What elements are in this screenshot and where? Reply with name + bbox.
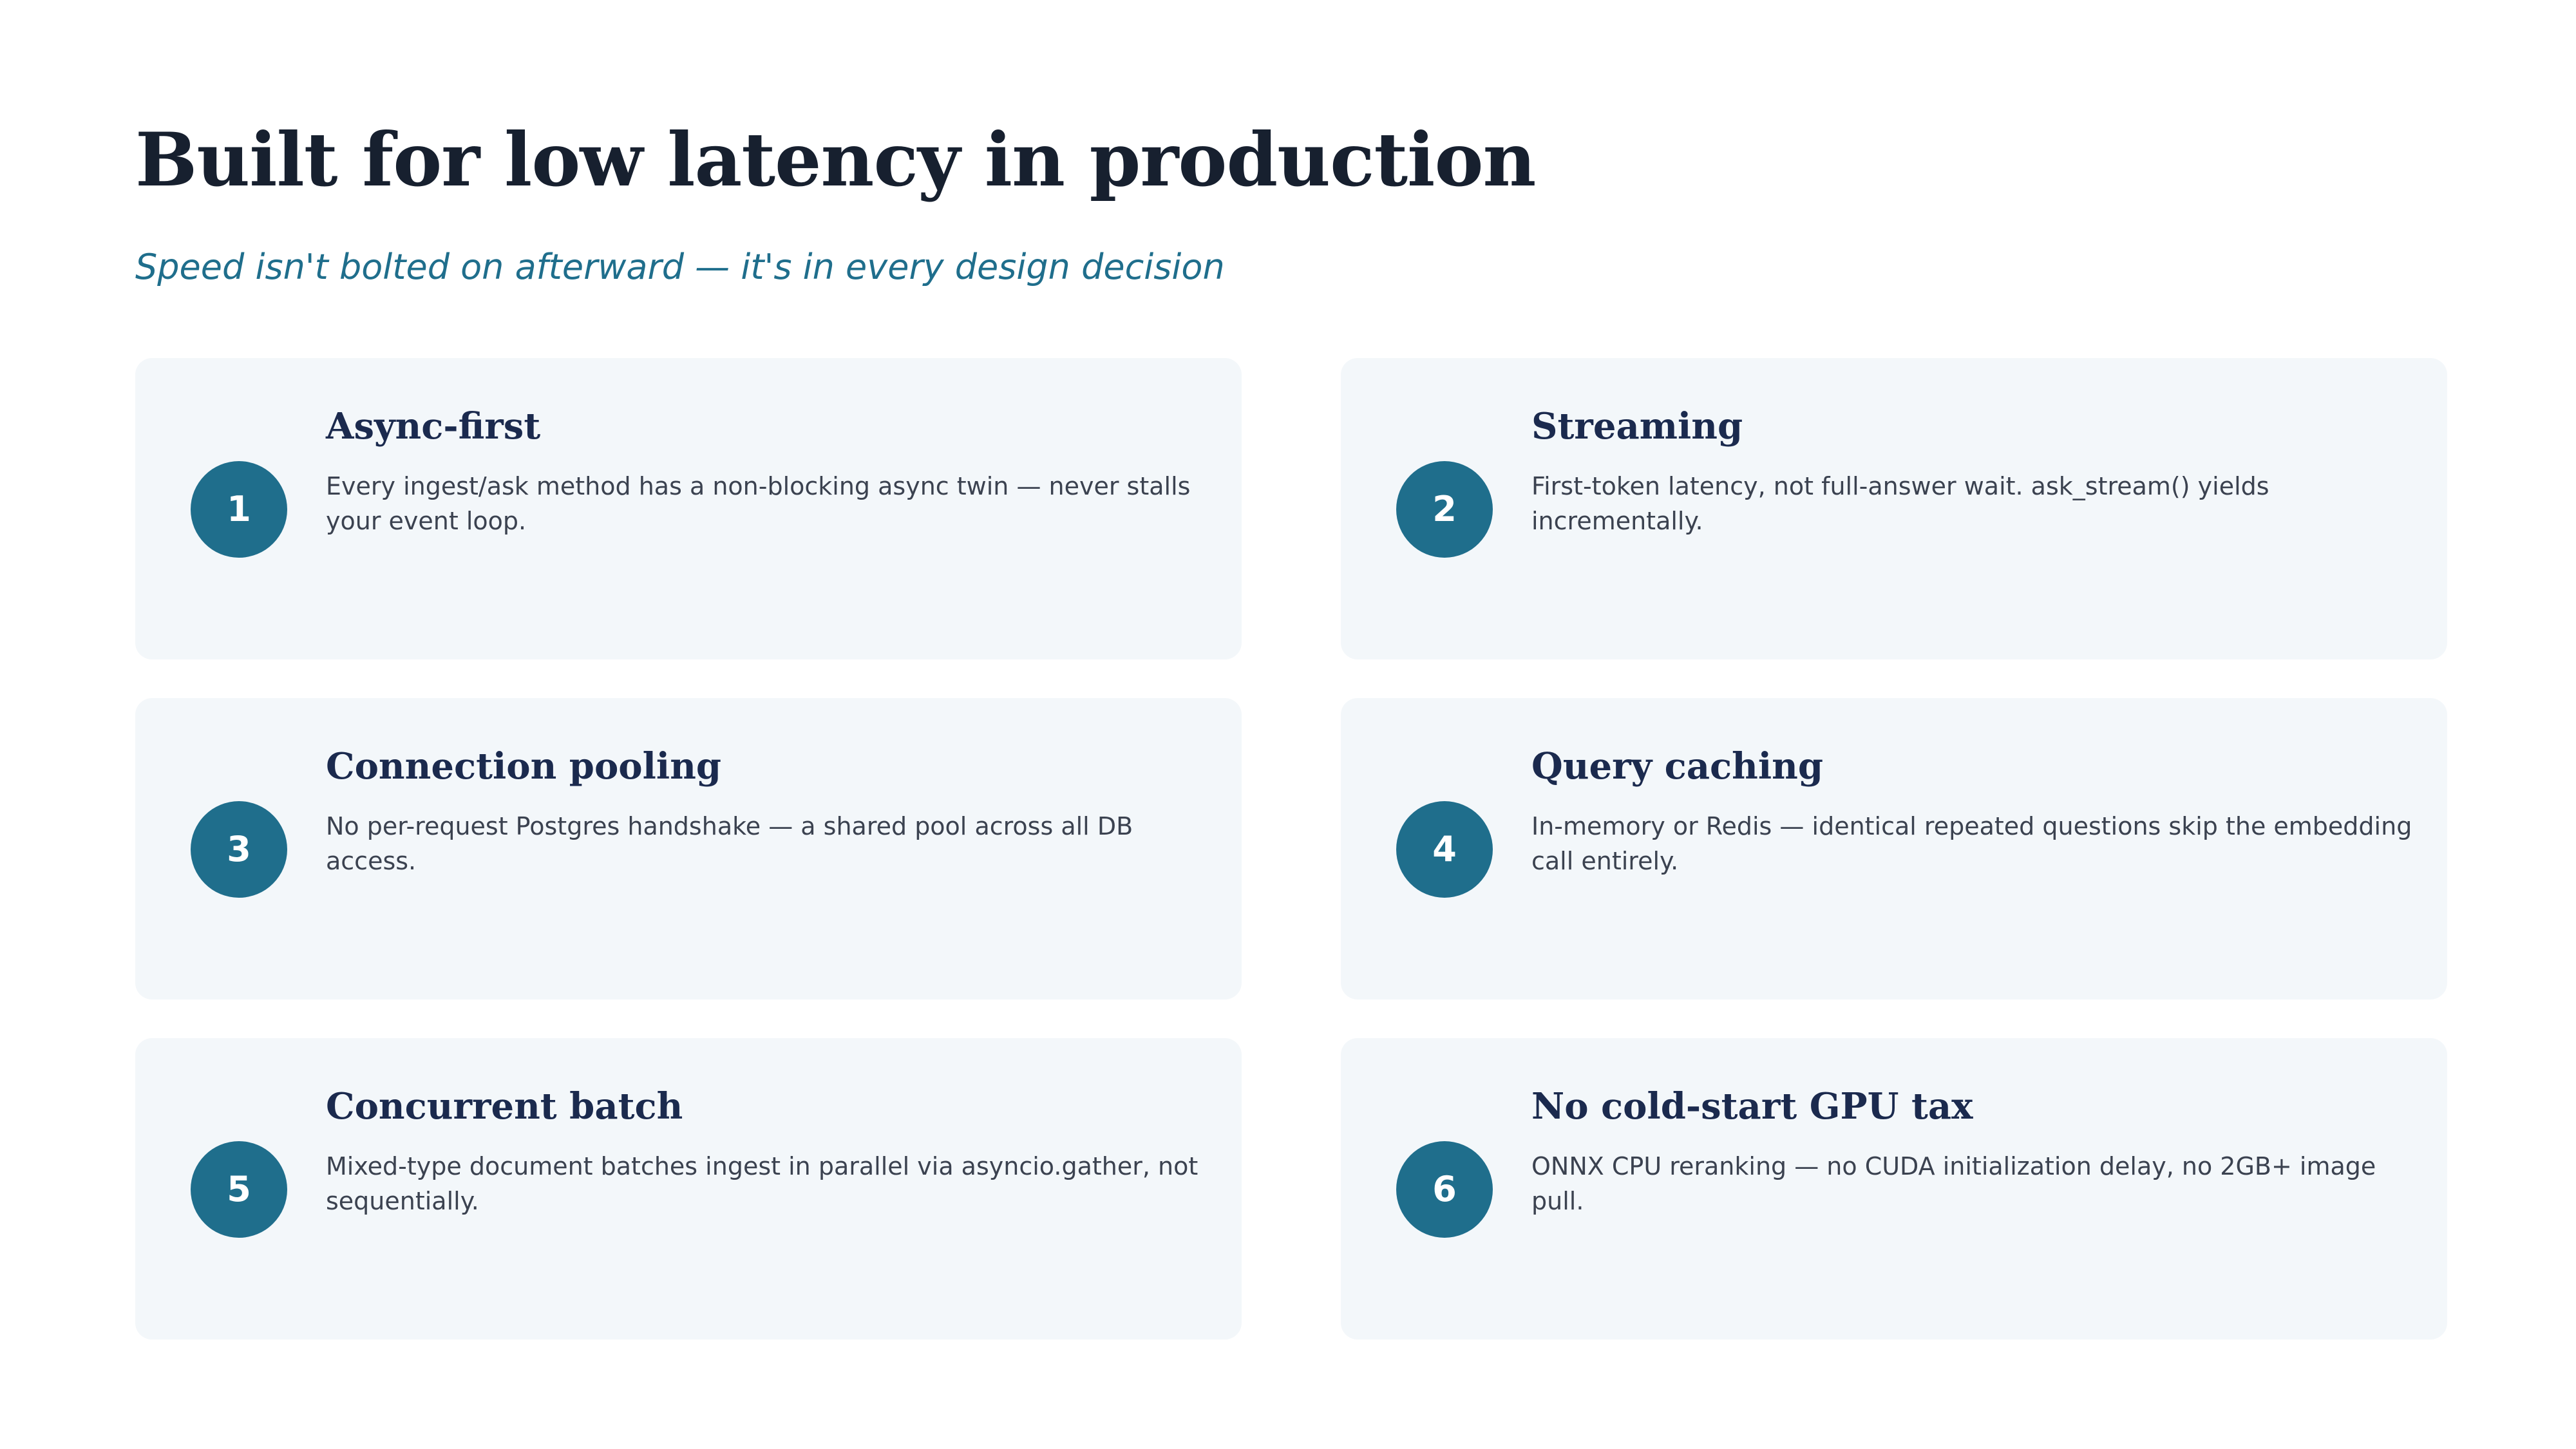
feature-card-no-cold-start: 6 No cold-start GPU tax ONNX CPU reranki… — [1341, 1038, 2447, 1340]
feature-description: ONNX CPU reranking — no CUDA initializat… — [1531, 1152, 2376, 1215]
feature-number-badge: 5 — [191, 1141, 287, 1238]
feature-title: Query caching — [1531, 745, 1824, 788]
feature-number-badge: 3 — [191, 801, 287, 898]
feature-title: No cold-start GPU tax — [1531, 1085, 1973, 1128]
feature-description: Mixed-type document batches ingest in pa… — [326, 1152, 1198, 1215]
feature-number-badge: 6 — [1396, 1141, 1493, 1238]
feature-description: Every ingest/ask method has a non-blocki… — [326, 472, 1191, 535]
feature-card-connection-pooling: 3 Connection pooling No per-request Post… — [135, 698, 1242, 999]
feature-description: In-memory or Redis — identical repeated … — [1531, 812, 2412, 875]
feature-card-concurrent-batch: 5 Concurrent batch Mixed-type document b… — [135, 1038, 1242, 1340]
feature-description: First-token latency, not full-answer wai… — [1531, 472, 2269, 535]
feature-card-async-first: 1 Async-first Every ingest/ask method ha… — [135, 358, 1242, 659]
feature-title: Connection pooling — [326, 745, 722, 788]
feature-grid: 1 Async-first Every ingest/ask method ha… — [135, 358, 2447, 1340]
slide-subtitle: Speed isn't bolted on afterward — it's i… — [135, 247, 1225, 287]
feature-title: Concurrent batch — [326, 1085, 683, 1128]
slide-title: Built for low latency in production — [135, 117, 1536, 203]
feature-number-badge: 4 — [1396, 801, 1493, 898]
feature-number-badge: 1 — [191, 461, 287, 558]
feature-number-badge: 2 — [1396, 461, 1493, 558]
feature-title: Streaming — [1531, 405, 1743, 448]
feature-description: No per-request Postgres handshake — a sh… — [326, 812, 1133, 875]
feature-card-streaming: 2 Streaming First-token latency, not ful… — [1341, 358, 2447, 659]
feature-title: Async-first — [326, 405, 541, 448]
feature-card-query-caching: 4 Query caching In-memory or Redis — ide… — [1341, 698, 2447, 999]
